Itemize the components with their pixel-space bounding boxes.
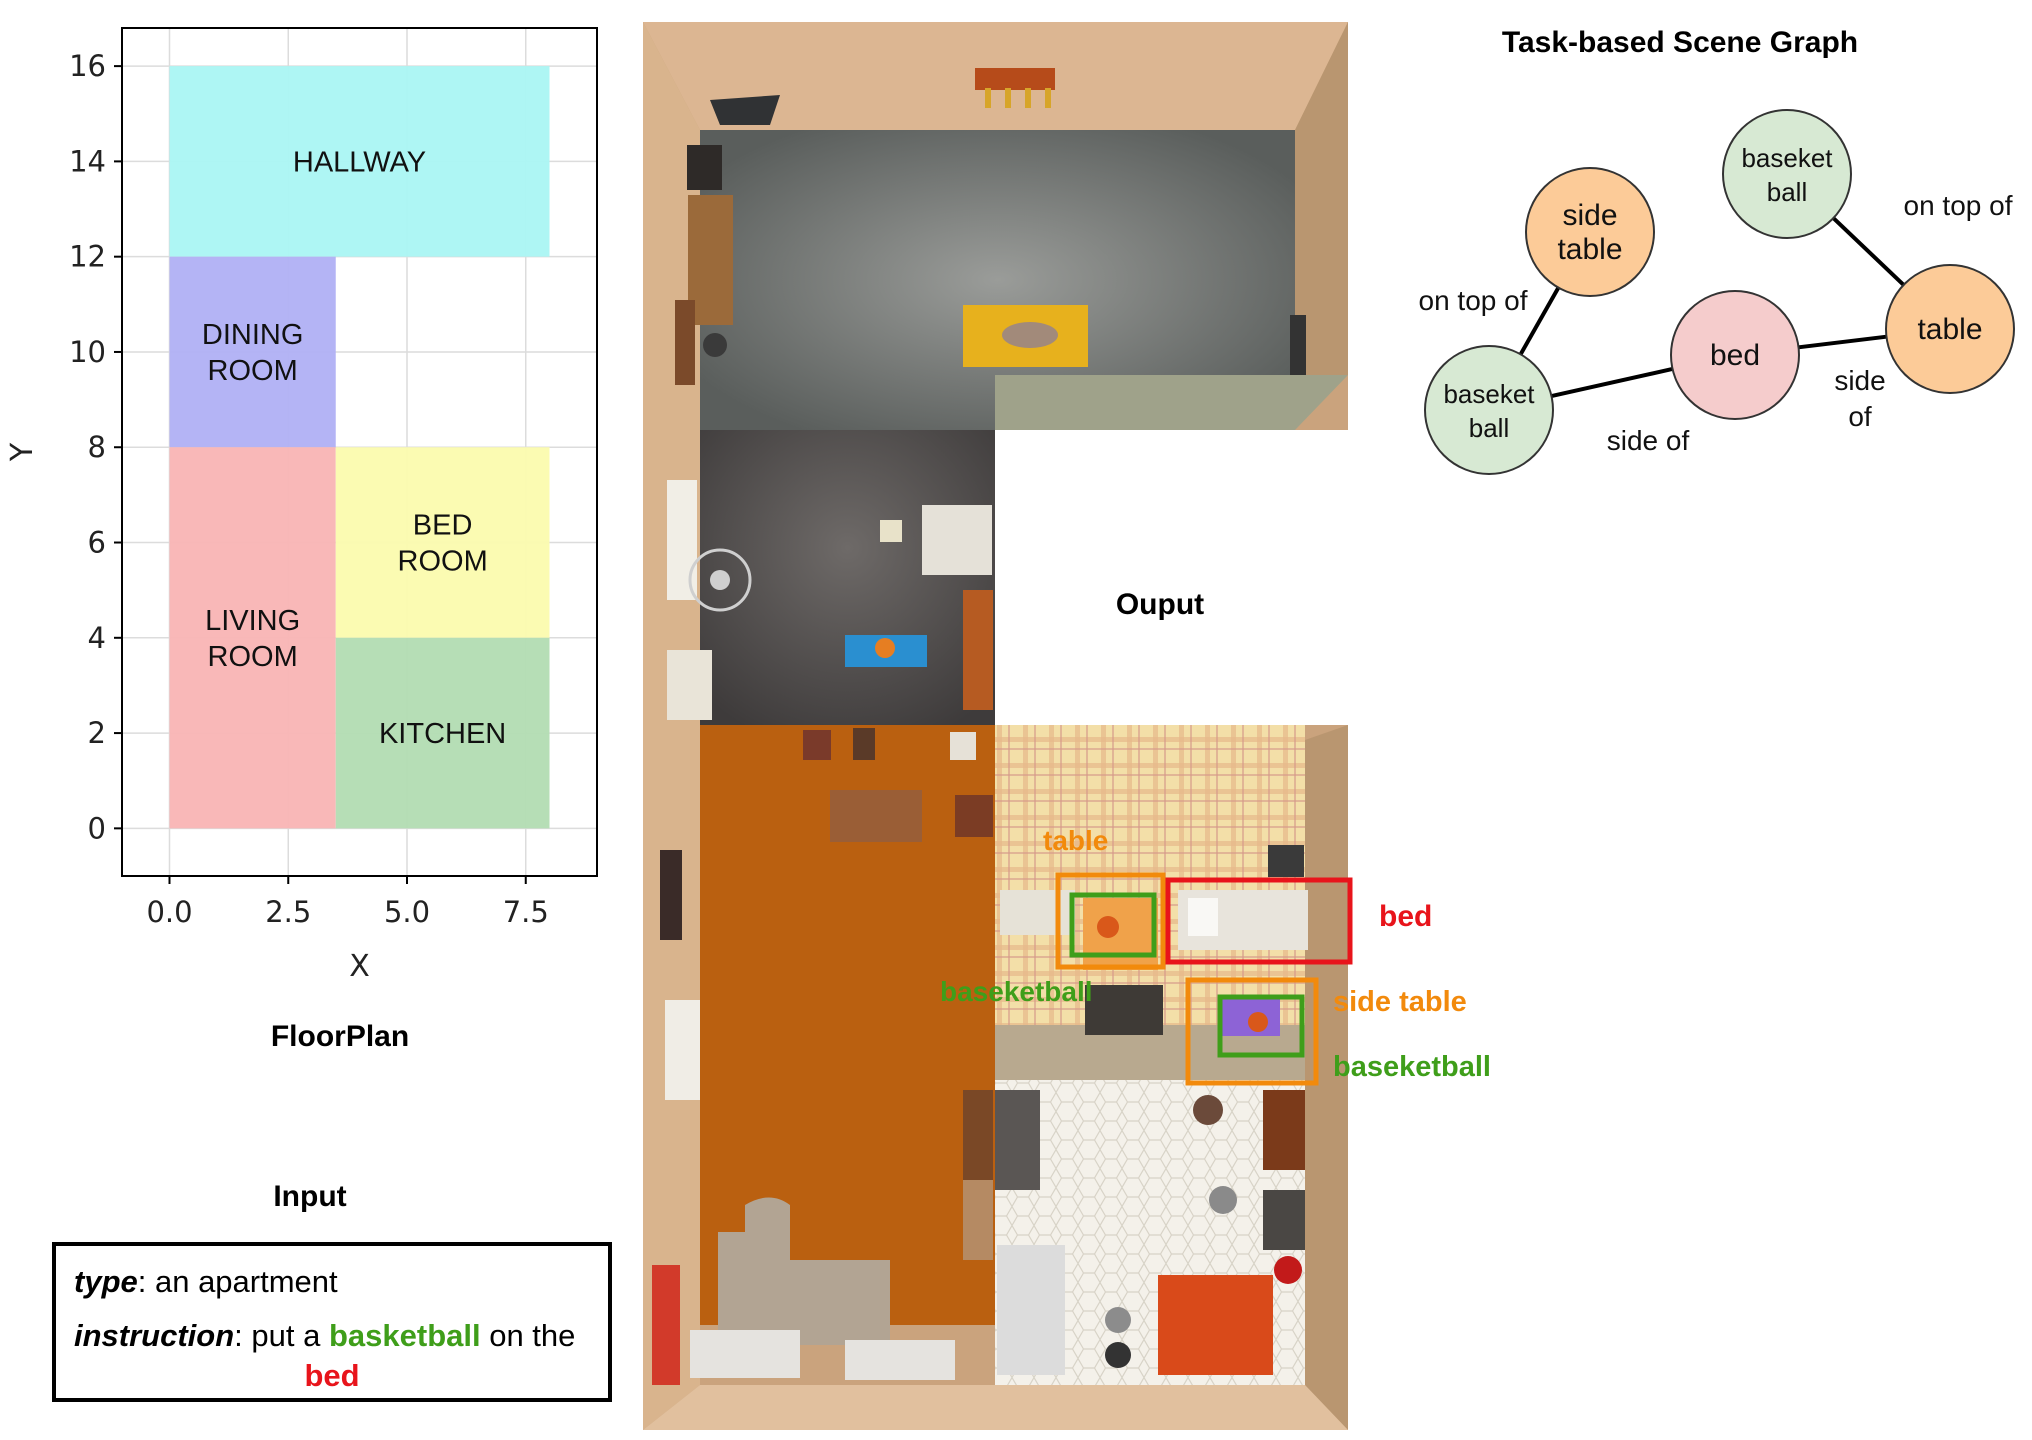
floorplan-chart: HALLWAY DINING ROOM LIVING ROOM BED ROOM KITCHE…	[5, 27, 598, 984]
label-table: table	[1043, 825, 1109, 856]
room-label: KITCHEN	[379, 718, 506, 750]
input-box: type: an apartment instruction: put a ba…	[52, 1242, 612, 1402]
y-tick-label: 12	[69, 240, 106, 274]
instruction-pre: : put a	[234, 1318, 329, 1353]
y-axis-label: Y	[5, 442, 40, 462]
y-tick-label: 10	[69, 335, 106, 369]
type-value: : an apartment	[137, 1264, 338, 1299]
room-rect-hallway	[169, 66, 550, 257]
room-dining: DINING ROOM	[169, 256, 336, 448]
basketball-box-table	[1069, 892, 1157, 958]
output-caption: Ouput	[1115, 588, 1205, 621]
graph-edges: on top of side of side of on top of	[1419, 190, 2013, 456]
node-label: bed	[1710, 339, 1760, 372]
side-table-box	[1185, 977, 1319, 1086]
room-rect-dining	[169, 256, 336, 448]
room-rect-living	[169, 447, 336, 829]
edge-bed-table	[1798, 334, 1887, 350]
room-label: ROOM	[398, 546, 488, 578]
room-rect-kitchen	[335, 637, 550, 829]
y-tick-label: 2	[88, 716, 106, 750]
basketball-box-side	[1217, 994, 1305, 1058]
label-basketball-side: baseketball	[1333, 1051, 1491, 1083]
edge-label: side of	[1607, 425, 1690, 456]
label-basketball-table: baseketball	[940, 976, 1093, 1007]
x-tick-label: 5.0	[384, 895, 430, 929]
node-circle	[1670, 290, 1800, 420]
room-kitchen: KITCHEN	[335, 637, 550, 829]
edge-ball_a-bed	[1551, 367, 1673, 398]
room-label: DINING	[202, 319, 304, 351]
room-label: LIVING	[205, 605, 300, 637]
edge-label: on top of	[1419, 285, 1528, 316]
room-bed: BED ROOM	[335, 447, 550, 638]
y-tick-label: 14	[69, 144, 106, 178]
room-label: ROOM	[208, 641, 298, 673]
y-tick-label: 4	[88, 621, 106, 655]
edge-label: on top of	[1904, 190, 2013, 221]
node-bed: bed	[1670, 290, 1800, 420]
room-label: BED	[413, 510, 473, 542]
edge-ball_b-table	[1832, 216, 1905, 287]
annotation-boxes	[1055, 872, 1353, 1086]
x-tick-label: 7.5	[503, 895, 549, 929]
node-label: table	[1557, 233, 1622, 266]
node-ball_a: baseket ball	[1424, 345, 1554, 475]
instruction-object: basketball	[328, 1318, 481, 1353]
instruction-mid: on the	[480, 1318, 576, 1353]
node-label: baseket	[1443, 379, 1535, 409]
node-label: table	[1917, 313, 1982, 346]
node-label: ball	[1469, 413, 1509, 443]
x-axis-label: X	[349, 949, 370, 984]
y-tick-label: 6	[88, 526, 106, 560]
room-rect-bed	[335, 447, 550, 638]
y-tick-label: 0	[88, 811, 106, 845]
node-circle	[1525, 167, 1655, 297]
edge-label: side	[1834, 365, 1885, 396]
label-bed: bed	[1379, 900, 1433, 933]
bed-box	[1165, 877, 1353, 965]
x-tick-label: 2.5	[265, 895, 311, 929]
input-caption: Input	[273, 1180, 347, 1213]
y-tick-label: 8	[88, 430, 106, 464]
y-tick-label: 16	[69, 49, 106, 83]
floorplan-frame	[121, 27, 598, 877]
room-label: HALLWAY	[293, 146, 426, 178]
node-label: ball	[1767, 177, 1807, 207]
instruction-key: instruction	[74, 1318, 235, 1353]
x-tick-label: 0.0	[146, 895, 192, 929]
edge-ball_a-side_table	[1518, 286, 1561, 356]
scene-graph-title: Task-based Scene Graph	[1501, 26, 1859, 59]
node-table: table	[1885, 264, 2015, 394]
type-key: type	[74, 1264, 138, 1299]
node-circle	[1722, 109, 1852, 239]
room-living: LIVING ROOM	[169, 447, 336, 829]
label-side-table: side table	[1333, 986, 1467, 1018]
node-ball_b: baseket ball	[1722, 109, 1852, 239]
node-label: baseket	[1741, 143, 1833, 173]
table-box	[1055, 872, 1166, 970]
instruction-target: bed	[304, 1358, 360, 1393]
node-label: side	[1562, 199, 1617, 232]
edge-label: of	[1848, 401, 1872, 432]
room-label: ROOM	[208, 355, 298, 387]
room-hallway: HALLWAY	[169, 66, 550, 257]
floorplan-caption: FloorPlan	[270, 1020, 410, 1053]
node-circle	[1885, 264, 2015, 394]
node-circle	[1424, 345, 1554, 475]
